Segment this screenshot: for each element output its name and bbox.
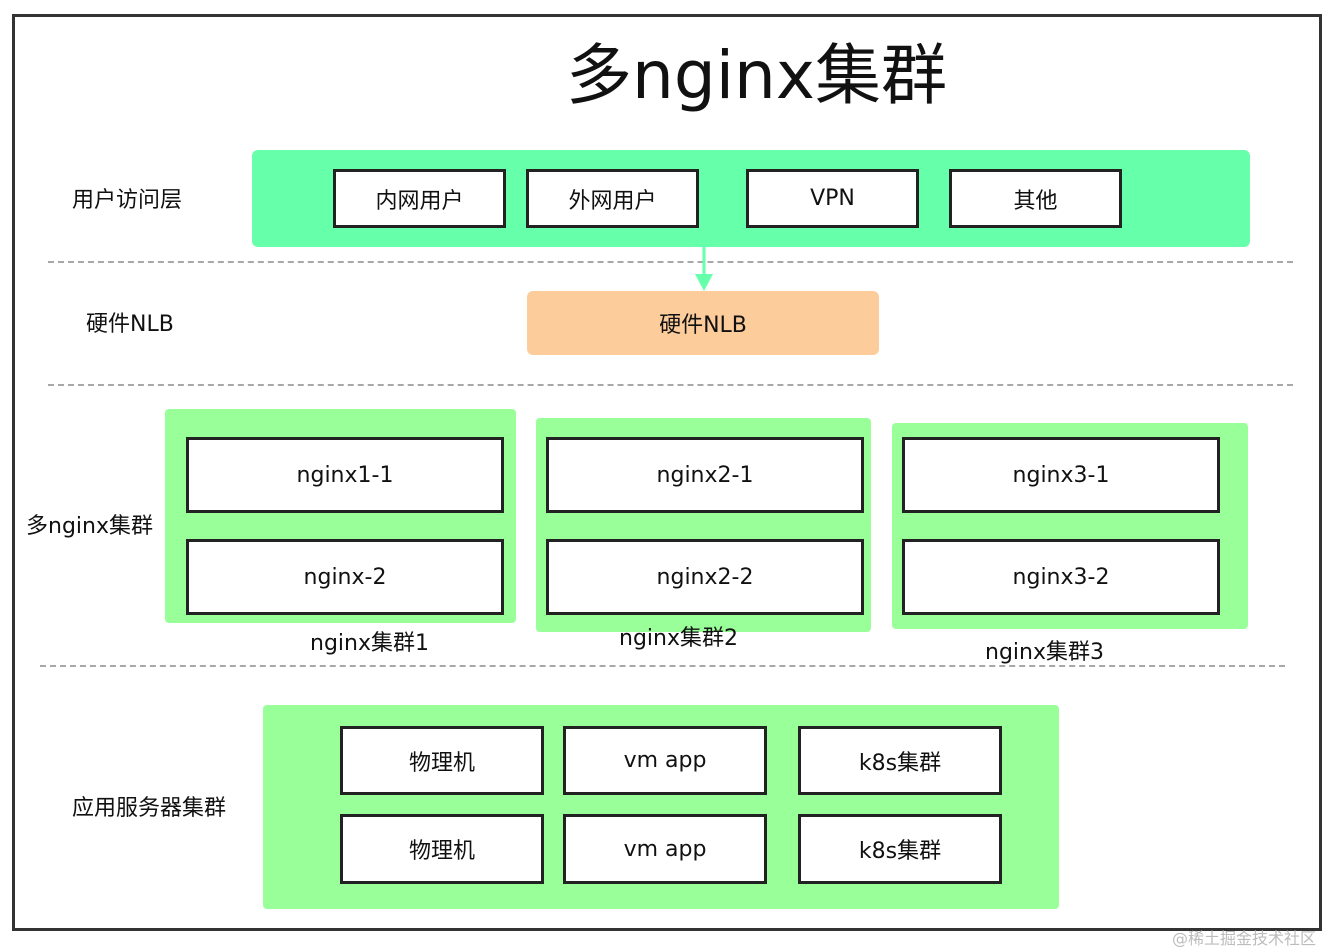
cluster-caption-2: nginx集群2 bbox=[619, 626, 738, 651]
server-box-k8s: k8s集群 bbox=[798, 814, 1002, 884]
user-box-other: 其他 bbox=[949, 169, 1122, 228]
cluster-caption-1: nginx集群1 bbox=[310, 631, 429, 656]
server-box-physical: 物理机 bbox=[340, 814, 544, 884]
cluster-caption-3: nginx集群3 bbox=[985, 640, 1104, 665]
layer-label-app-servers: 应用服务器集群 bbox=[72, 796, 227, 821]
nlb-box: 硬件NLB bbox=[527, 291, 879, 355]
server-box-vm-app: vm app bbox=[563, 726, 767, 795]
separator-line bbox=[48, 384, 1293, 386]
user-box-internet: 外网用户 bbox=[526, 169, 699, 228]
watermark: @稀土掘金技术社区 bbox=[1172, 929, 1317, 948]
nginx-node-2-1: nginx2-1 bbox=[546, 437, 864, 513]
user-box-intranet: 内网用户 bbox=[333, 169, 506, 228]
nginx-node-3-2: nginx3-2 bbox=[902, 539, 1220, 615]
separator-line bbox=[48, 261, 1293, 263]
layer-label-multi-nginx: 多nginx集群 bbox=[26, 514, 153, 539]
server-box-vm-app: vm app bbox=[563, 814, 767, 884]
nginx-node-1-2: nginx-2 bbox=[186, 539, 504, 615]
layer-label-hardware-nlb: 硬件NLB bbox=[86, 312, 174, 337]
nginx-node-3-1: nginx3-1 bbox=[902, 437, 1220, 513]
down-arrow-icon bbox=[695, 246, 713, 291]
server-box-k8s: k8s集群 bbox=[798, 726, 1002, 795]
nginx-node-2-2: nginx2-2 bbox=[546, 539, 864, 615]
separator-line bbox=[40, 665, 1285, 667]
user-box-vpn: VPN bbox=[746, 169, 919, 228]
diagram-title: 多nginx集群 bbox=[566, 37, 947, 114]
layer-label-user-access: 用户访问层 bbox=[72, 188, 183, 213]
nginx-node-1-1: nginx1-1 bbox=[186, 437, 504, 513]
server-box-physical: 物理机 bbox=[340, 726, 544, 795]
